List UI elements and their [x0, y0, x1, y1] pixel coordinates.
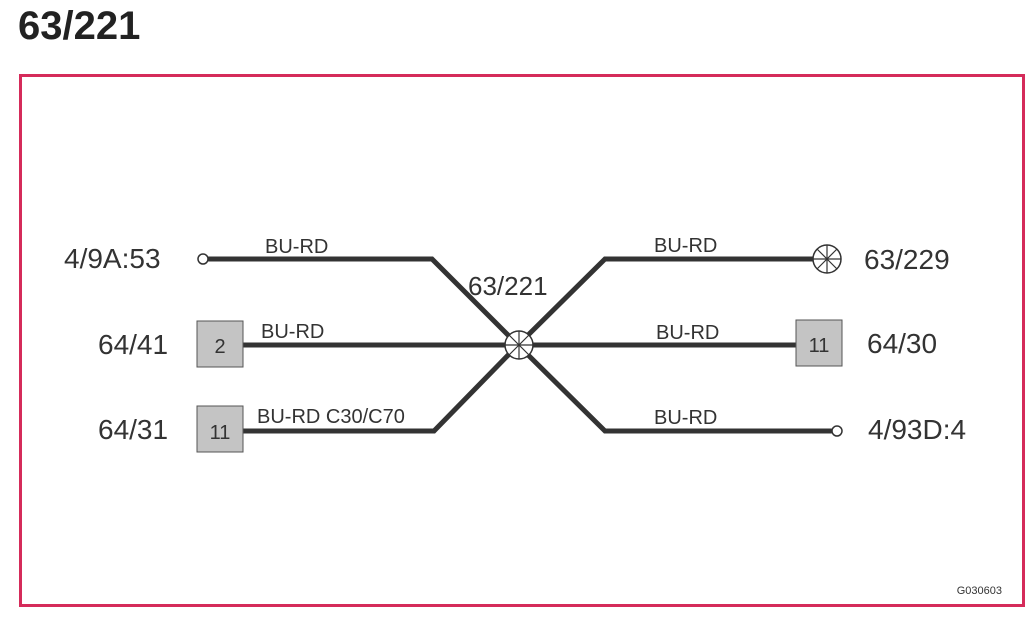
connector-box-icon — [795, 319, 843, 367]
connector-box-icon — [196, 320, 244, 368]
wire-left-1 — [207, 256, 520, 347]
component-left-2: 64/41 — [98, 329, 168, 360]
splice-label: 63/221 — [468, 271, 548, 301]
open-circle-icon — [831, 425, 843, 437]
wire-label-right-1: BU-RD — [654, 235, 717, 257]
wire-label-left-1: BU-RD — [265, 236, 328, 258]
splice-icon — [812, 244, 842, 274]
component-left-1: 4/9A:53 — [64, 243, 161, 274]
wire-label-right-3: BU-RD — [654, 407, 717, 429]
diagram-frame — [19, 74, 1025, 607]
pin-left-3: 11 — [210, 422, 231, 444]
component-right-1: 63/229 — [864, 244, 950, 275]
figure-code: G030603 — [957, 585, 1002, 597]
wire-label-left-3: BU-RD C30/C70 — [257, 406, 405, 428]
wire-right-1 — [516, 256, 815, 347]
wire-left-3 — [243, 343, 520, 434]
splice-icon — [504, 330, 534, 360]
open-circle-icon — [197, 253, 209, 265]
component-left-3: 64/31 — [98, 414, 168, 445]
component-right-2: 64/30 — [867, 328, 937, 359]
component-right-3: 4/93D:4 — [868, 414, 966, 445]
pin-right-2: 11 — [809, 335, 830, 357]
wire-label-right-2: BU-RD — [656, 322, 719, 344]
wire-label-left-2: BU-RD — [261, 321, 324, 343]
pin-left-2: 2 — [214, 336, 225, 358]
wire-right-3 — [516, 343, 832, 434]
page-title: 63/221 — [18, 4, 141, 48]
connector-box-icon — [196, 405, 244, 453]
